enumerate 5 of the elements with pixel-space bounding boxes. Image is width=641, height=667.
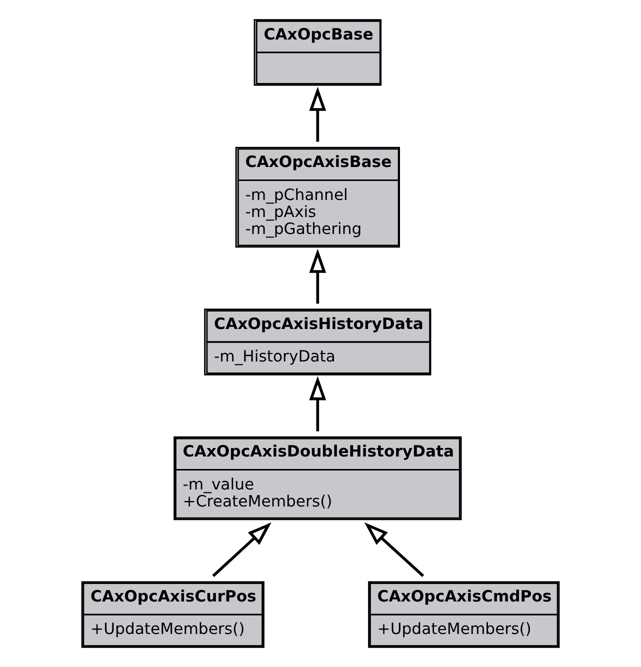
arrow [309, 248, 326, 304]
arrow [212, 522, 272, 578]
arrow [309, 86, 326, 142]
arrow [364, 522, 424, 578]
arrow [309, 376, 326, 432]
